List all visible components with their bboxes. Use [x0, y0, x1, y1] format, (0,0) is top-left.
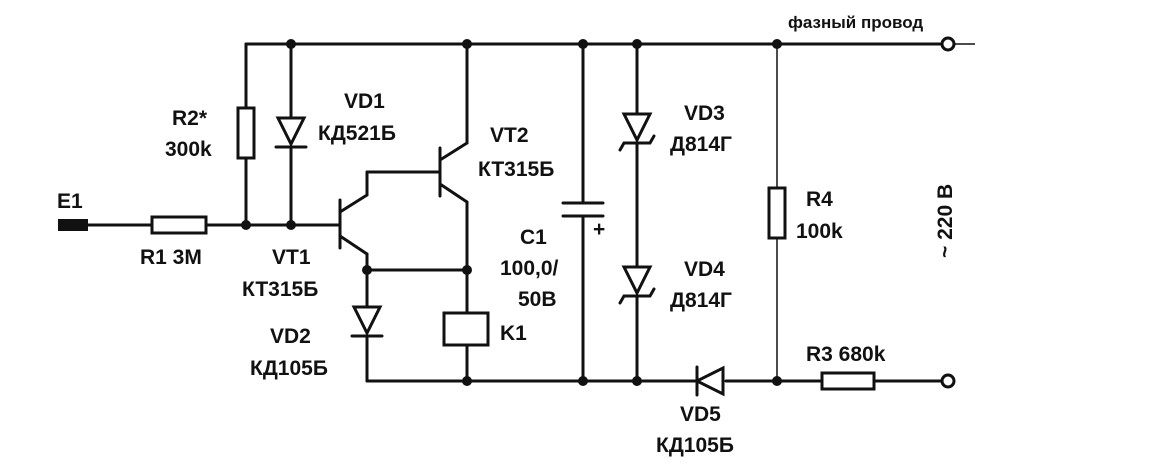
r1-label: R1 3M	[140, 246, 202, 269]
transistor-vt2	[438, 42, 469, 272]
c1-name-label: C1	[520, 226, 547, 249]
vt1-type-label: КТ315Б	[242, 278, 318, 301]
vd4-name-label: VD4	[684, 258, 725, 281]
c1-voltage-label: 50B	[518, 288, 557, 311]
transistor-vt1	[338, 170, 442, 272]
diode-vd2	[350, 268, 384, 383]
phase-terminal	[940, 36, 956, 52]
vd1-type-label: КД521Б	[318, 122, 396, 145]
vt1-name-label: VT1	[272, 246, 311, 269]
r4-name-label: R4	[806, 188, 833, 211]
c1-plus-label: +	[593, 218, 605, 241]
input-electrode-e1	[58, 219, 154, 231]
c1-value-label: 100,0/	[500, 257, 559, 280]
resistor-r1	[150, 215, 208, 235]
resistor-r3	[820, 371, 876, 391]
vd3-type-label: Д814Г	[670, 133, 732, 156]
vd3-name-label: VD3	[684, 102, 725, 125]
zener-vd4	[618, 265, 656, 383]
diode-vd1	[274, 42, 308, 227]
mains-voltage-label: ~ 220 B	[934, 184, 957, 258]
vt2-type-label: КТ315Б	[478, 158, 554, 181]
phase-wire-label: фазный провод	[788, 13, 923, 32]
r3-label: R3 680k	[806, 343, 886, 366]
k1-label: K1	[500, 322, 527, 345]
vd2-name-label: VD2	[270, 325, 311, 348]
vd5-name-label: VD5	[680, 403, 721, 426]
zener-vd3	[618, 42, 656, 269]
neutral-terminal	[940, 373, 956, 389]
vd4-type-label: Д814Г	[670, 289, 732, 312]
r4-value-label: 100k	[796, 220, 843, 243]
r2-name-label: R2*	[172, 107, 208, 130]
vd5-type-label: КД105Б	[656, 434, 734, 457]
resistor-r4	[767, 44, 787, 381]
resistor-r2	[236, 42, 256, 227]
relay-coil-k1	[442, 268, 490, 383]
r2-value-label: 300k	[165, 138, 212, 161]
vd1-name-label: VD1	[344, 90, 385, 113]
vt2-name-label: VT2	[490, 124, 529, 147]
e1-label: E1	[57, 190, 83, 213]
diode-vd5	[688, 365, 725, 397]
vd2-type-label: КД105Б	[250, 357, 328, 380]
capacitor-c1	[561, 42, 605, 383]
junction-dots	[241, 39, 782, 386]
